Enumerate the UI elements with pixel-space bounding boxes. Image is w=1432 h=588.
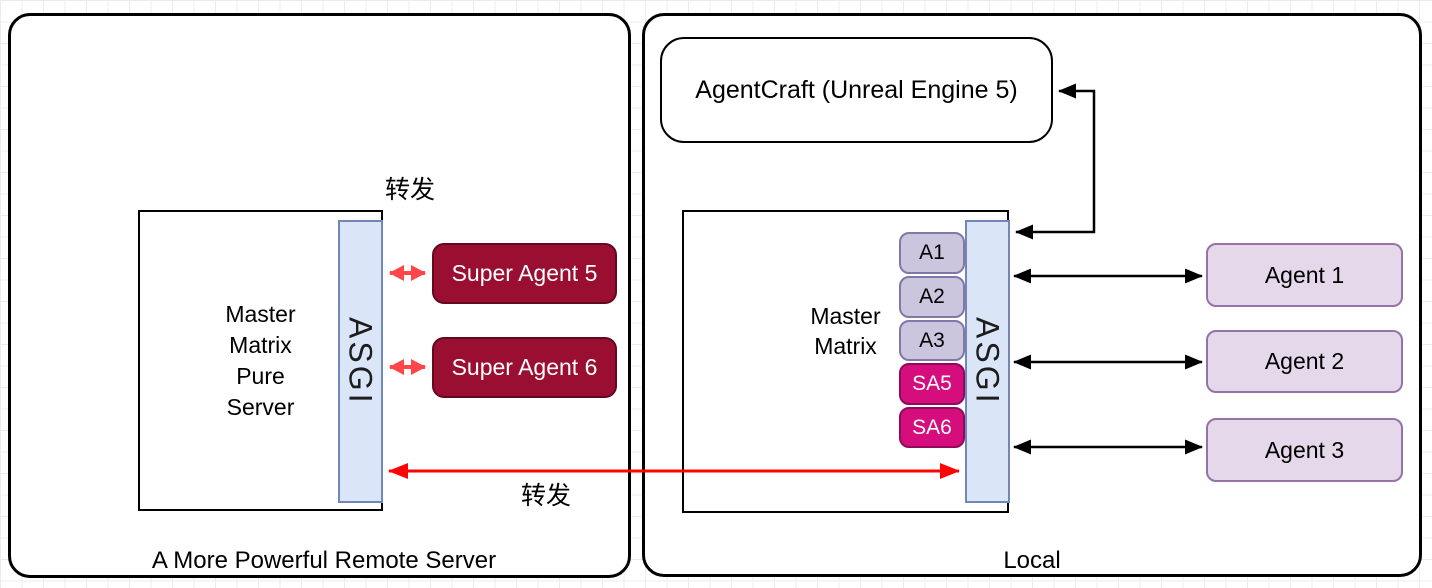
- asgi-strip-remote: ASGI: [338, 220, 383, 503]
- asgi-label-local: ASGI: [969, 317, 1006, 406]
- forward-label-top: 转发: [384, 176, 435, 204]
- local-caption: Local: [1003, 547, 1061, 574]
- asgi-strip-local: ASGI: [965, 220, 1010, 503]
- master-matrix-pure-server-label: Master Matrix Pure Server: [225, 300, 296, 420]
- chip-sa5: SA5: [899, 363, 965, 405]
- master-matrix-label: Master Matrix: [810, 303, 881, 359]
- agent-2-box: Agent 2: [1206, 330, 1403, 393]
- forward-label-bottom: 转发: [520, 482, 571, 510]
- chip-a1: A1: [899, 232, 965, 274]
- remote-server-caption: A More Powerful Remote Server: [151, 547, 497, 574]
- asgi-label-remote: ASGI: [342, 317, 379, 406]
- super-agent-6-box: Super Agent 6: [432, 337, 617, 398]
- agent-1-box: Agent 1: [1206, 243, 1403, 307]
- chip-a3: A3: [899, 320, 965, 361]
- agentcraft-box: AgentCraft (Unreal Engine 5): [660, 37, 1053, 143]
- super-agent-5-box: Super Agent 5: [432, 243, 617, 304]
- chip-sa6: SA6: [899, 407, 965, 448]
- chip-a2: A2: [899, 276, 965, 318]
- agent-3-box: Agent 3: [1206, 418, 1403, 482]
